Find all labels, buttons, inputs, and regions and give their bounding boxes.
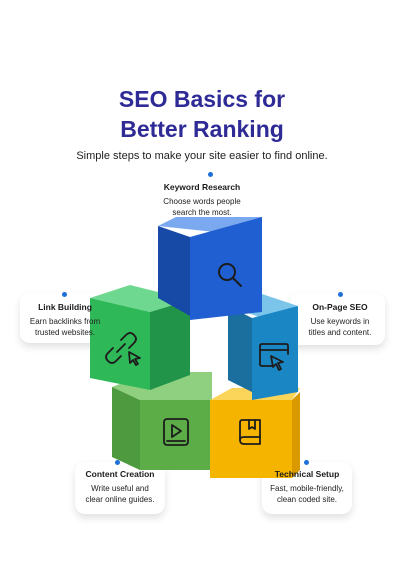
step-desc-line1: Use keywords in	[310, 317, 370, 326]
content-creation-dot	[115, 460, 120, 465]
step-desc-line2: clean coded site.	[276, 495, 338, 504]
step-desc-line1: Write useful and	[91, 484, 149, 493]
step-title: On-Page SEO	[312, 302, 368, 312]
card-on-page-seo	[290, 293, 385, 345]
step-desc-line1: Earn backlinks from	[29, 317, 101, 326]
link-building-dot	[62, 292, 67, 297]
page-title-line2: Better Ranking	[120, 116, 284, 142]
technical-setup-cube	[210, 388, 300, 478]
step-title: Link Building	[38, 302, 92, 312]
step-desc-line1: Fast, mobile-friendly,	[270, 484, 344, 493]
keyword-research-cube	[158, 217, 262, 320]
step-desc-line2: search the most.	[172, 208, 232, 217]
step-desc-line2: trusted websites.	[34, 328, 96, 337]
page-subtitle: Simple steps to make your site easier to…	[76, 150, 328, 162]
step-link-building: Link Building Earn backlinks from truste…	[15, 302, 115, 338]
search-icon	[218, 263, 242, 287]
step-keyword-research: Keyword Research Choose words people sea…	[142, 182, 262, 218]
step-content-creation: Content Creation Write useful and clear …	[65, 469, 175, 505]
technical-setup-dot	[304, 460, 309, 465]
keyword-research-dot	[208, 172, 213, 177]
link-cursor-icon	[105, 332, 141, 366]
step-title: Content Creation	[85, 469, 155, 479]
content-creation-cube	[112, 372, 212, 470]
step-on-page-seo: On-Page SEO Use keywords in titles and c…	[290, 302, 390, 338]
step-desc-line2: clear online guides.	[85, 495, 155, 504]
step-title: Keyword Research	[163, 182, 241, 192]
on-page-seo-dot	[338, 292, 343, 297]
link-building-cube	[90, 285, 190, 390]
cursor-window-icon	[259, 343, 289, 371]
book-icon	[239, 419, 261, 445]
page-title-line1: SEO Basics for	[118, 86, 286, 112]
step-desc-line2: titles and content.	[308, 328, 372, 337]
step-technical-setup: Technical Setup Fast, mobile-friendly, c…	[252, 469, 362, 505]
step-title: Technical Setup	[274, 469, 340, 479]
card-content-creation	[75, 462, 165, 514]
video-file-icon	[163, 418, 189, 446]
step-desc-line1: Choose words people	[163, 197, 241, 206]
